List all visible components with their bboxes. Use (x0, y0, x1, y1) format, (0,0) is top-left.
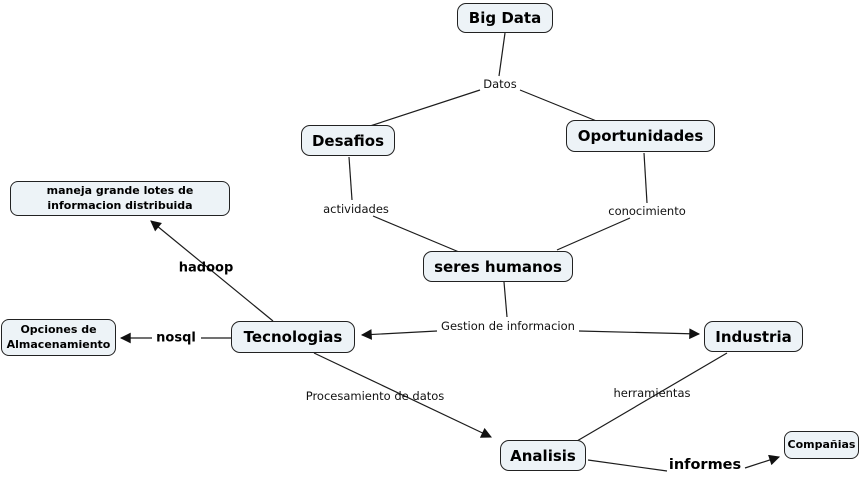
edge-conocimiento-sereshumanos (556, 217, 631, 251)
edge-label-nosql[interactable]: nosql (156, 330, 196, 346)
edge-gestion-industria (578, 328, 701, 340)
edge-analisis-informes (587, 459, 668, 472)
edge-label-actividades[interactable]: actividades (323, 202, 389, 216)
node-big-data[interactable]: Big Data (457, 3, 553, 33)
edge-label-hadoop[interactable]: hadoop (178, 260, 234, 276)
edge-label-datos[interactable]: Datos (483, 77, 517, 91)
edge-desafios-actividades (348, 156, 353, 201)
node-opciones-almacenamiento[interactable]: Opciones de Almacenamiento (1, 319, 116, 356)
edge-label-herramientas[interactable]: herramientas (613, 386, 691, 400)
edge-label-informes[interactable]: informes (668, 457, 742, 473)
edge-sereshumanos-gestion (503, 281, 508, 318)
edge-datos-desafios (366, 89, 481, 128)
node-companias[interactable]: Compañias (784, 431, 859, 459)
node-tecnologias[interactable]: Tecnologias (231, 321, 355, 353)
node-oportunidades[interactable]: Oportunidades (566, 120, 715, 152)
node-desafios[interactable]: Desafios (301, 125, 395, 156)
node-analisis[interactable]: Analisis (500, 440, 586, 471)
edge-label-conocimiento[interactable]: conocimiento (608, 204, 686, 218)
node-maneja-lotes[interactable]: maneja grande lotes de informacion distr… (10, 181, 230, 216)
node-seres-humanos[interactable]: seres humanos (423, 251, 573, 282)
edge-informes-companias (744, 454, 781, 469)
edge-gestion-tecnologias (360, 329, 438, 340)
edge-oportunidades-conocimiento (643, 152, 648, 204)
edge-label-procesamiento[interactable]: Procesamiento de datos (305, 389, 445, 403)
edge-actividades-sereshumanos (372, 215, 460, 253)
node-industria[interactable]: Industria (704, 321, 803, 352)
edge-bigdata-datos (498, 32, 506, 77)
edge-label-gestion[interactable]: Gestion de informacion (441, 319, 575, 333)
edge-datos-oportunidades (519, 89, 600, 123)
